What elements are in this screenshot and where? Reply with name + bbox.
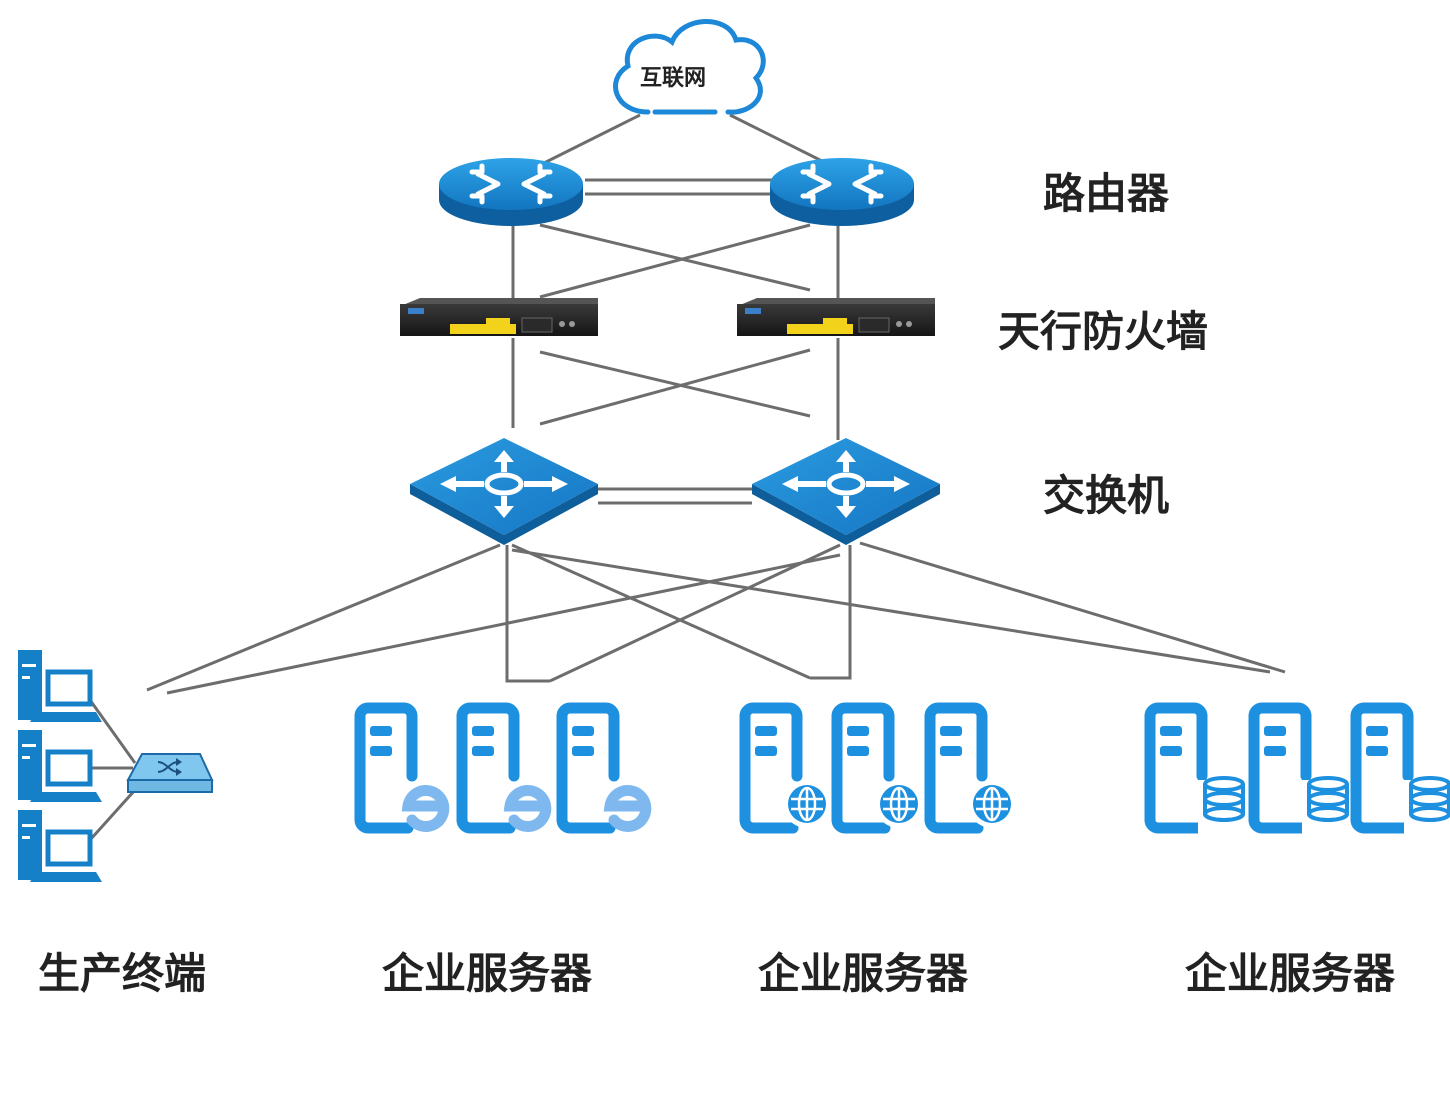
db-server-1[interactable] [1144,702,1250,838]
link-sw-a-app [511,543,811,680]
firewall-appliance-icon [737,298,935,336]
cloud-icon [613,19,766,115]
access-switch[interactable] [126,753,214,793]
server-groups [354,702,1450,838]
workstation-icon [18,810,102,882]
core-switch-a[interactable] [410,438,598,545]
firewall-layer-label: 天行防火墙 [998,307,1209,356]
workstation-2[interactable] [18,730,102,802]
link-sw-b-terminals [166,553,841,695]
db-server-3[interactable] [1350,702,1450,838]
firewall-b[interactable] [737,298,935,336]
firewall-appliance-icon [400,298,598,336]
router-a[interactable] [439,158,583,226]
workstation-3[interactable] [18,810,102,882]
link-internet-router-a [529,113,641,172]
web-server-1[interactable] [354,702,450,834]
links [88,113,1286,842]
router-b[interactable] [770,158,914,226]
app-servers-group-label: 企业服务器 [757,949,968,998]
link-router-b-fw-a [539,223,811,299]
web-server-2[interactable] [456,702,552,834]
db-server-2[interactable] [1248,702,1354,838]
link-sw-a-terminals [146,543,501,692]
link-pc3-access [88,788,137,842]
router-layer-label: 路由器 [1043,169,1170,218]
web-server-icon [354,702,450,834]
firewall-a[interactable] [400,298,598,336]
link-sw-a-db [511,548,1271,674]
db-servers-group-label: 企业服务器 [1184,949,1395,998]
link-router-a-fw-b [539,223,811,292]
router-icon [469,163,553,205]
globe-server-icon [831,702,923,834]
globe-server-icon [924,702,1016,834]
workstation-icon [18,650,102,722]
link-sw-b-web [549,543,841,683]
workstation-icon [18,730,102,802]
link-sw-a-web [505,545,550,683]
link-fw-b-sw-a [539,348,811,426]
workstation-1[interactable] [18,650,102,722]
terminal-group [18,650,214,882]
app-server-2[interactable] [831,702,923,834]
l3-switch-icon [440,450,568,518]
core-switch-b[interactable] [752,438,940,545]
l3-switch-icon [782,450,910,518]
link-sw-b-app [810,545,852,680]
link-pc1-access [88,699,137,764]
database-server-icon [1248,702,1354,838]
link-fw-a-sw-b [539,350,811,418]
database-server-icon [1350,702,1450,838]
switch-layer-label: 交换机 [1043,471,1170,520]
database-server-icon [1144,702,1250,838]
router-icon [800,163,884,205]
internet-cloud[interactable] [613,19,766,115]
app-server-1[interactable] [739,702,831,834]
link-sw-b-db [859,541,1286,674]
internet-label: 互联网 [640,66,707,91]
web-server-3[interactable] [556,702,652,834]
globe-server-icon [739,702,831,834]
web-server-icon [456,702,552,834]
web-server-icon [556,702,652,834]
terminals-group-label: 生产终端 [37,949,206,998]
web-servers-group-label: 企业服务器 [381,949,592,998]
app-server-3[interactable] [924,702,1016,834]
access-switch-icon [126,753,214,793]
